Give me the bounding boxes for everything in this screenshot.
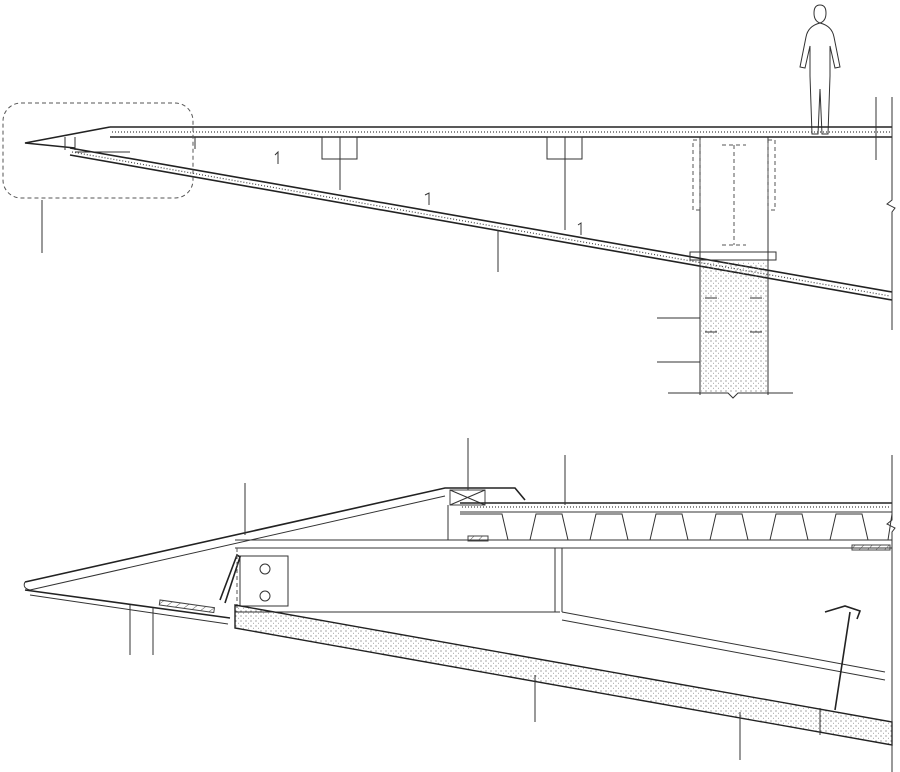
steel-beam — [235, 539, 892, 681]
roof-deck — [110, 126, 892, 138]
bolt — [259, 590, 271, 602]
leader-lines — [41, 200, 700, 363]
hanger-clip — [824, 605, 862, 711]
wall — [875, 97, 896, 330]
column — [668, 137, 793, 399]
detail-callout — [2, 102, 194, 199]
canopy-tip — [24, 126, 130, 153]
canopy-top-skin — [23, 487, 526, 591]
overall-section — [2, 4, 896, 399]
wall — [886, 455, 896, 772]
bolt — [259, 563, 271, 575]
metal-deck — [460, 502, 893, 541]
leader-lines — [129, 438, 741, 760]
soffit-panel — [24, 589, 893, 746]
connection-plate — [219, 548, 289, 612]
human-figure — [799, 4, 841, 135]
hangers — [194, 136, 583, 235]
enlarged-detail — [23, 438, 896, 772]
